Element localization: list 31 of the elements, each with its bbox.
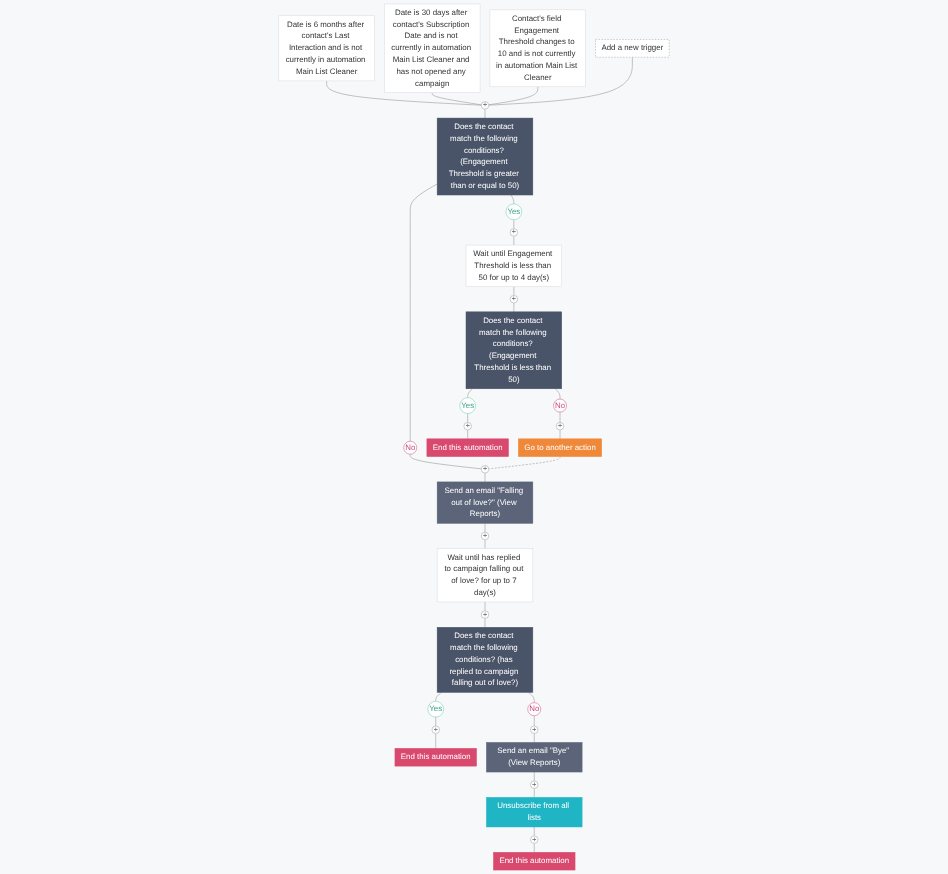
connector [554,388,561,400]
connector [488,456,561,470]
connector [467,429,468,440]
connector [409,183,438,442]
connector [513,219,515,229]
connector [431,92,482,106]
connector [484,539,486,549]
connector [533,733,535,743]
connector [488,56,633,106]
connector [409,453,482,470]
connector [467,388,473,398]
connector [513,235,515,246]
connector [484,523,486,533]
connector [559,429,561,440]
connector [533,715,535,727]
connector [326,80,482,106]
connector [484,108,486,119]
connector [528,692,535,703]
connector [559,411,561,423]
connector [513,286,515,296]
connector [435,733,437,749]
connector [533,771,535,782]
connector [435,716,437,727]
connector [510,194,515,205]
connector [533,788,535,798]
connector [533,826,535,837]
connector [513,302,515,313]
connector [467,413,468,423]
connector [533,843,535,853]
connector [435,692,442,702]
connector [488,86,539,106]
